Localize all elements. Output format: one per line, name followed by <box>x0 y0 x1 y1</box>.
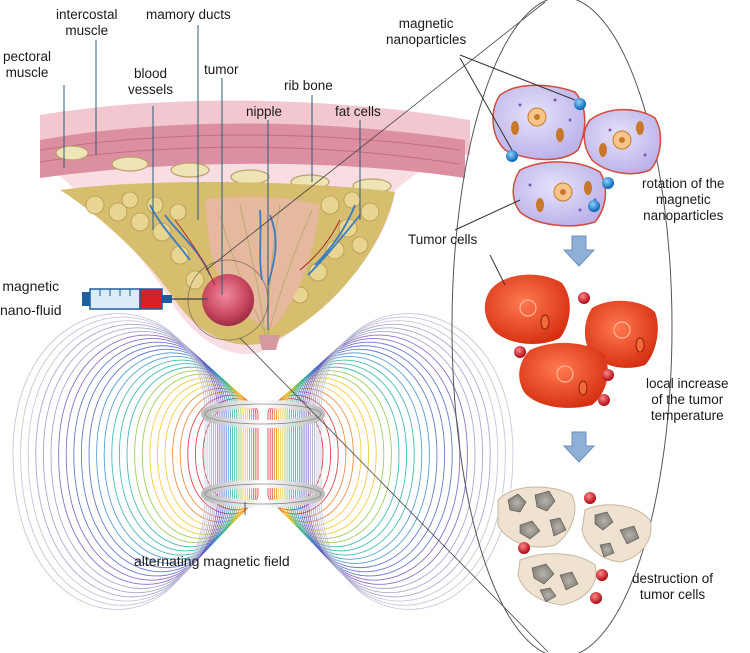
label-line: tumor cells <box>639 587 706 602</box>
label-intercostal-muscle: intercostal muscle <box>56 7 118 39</box>
label-line: blood <box>133 66 168 81</box>
nipple-shape <box>258 335 280 350</box>
field-line <box>187 394 255 515</box>
label-line: rotation of the <box>642 176 725 191</box>
field-line <box>271 394 339 515</box>
breast-cross-section <box>39 100 470 355</box>
label-line: muscle <box>65 23 109 38</box>
label-line: magnetic <box>655 192 711 207</box>
field-line <box>320 313 514 610</box>
label-line: magnetic <box>398 16 454 31</box>
magnetic-field-lines <box>12 313 514 610</box>
label-line: of the tumor <box>651 392 724 407</box>
label-line: intercostal <box>56 7 118 22</box>
label-line: local increase <box>646 376 729 391</box>
right-leader-lines <box>454 54 576 286</box>
label-magnetic-nano-fluid: magnetic nano-fluid <box>0 274 62 322</box>
label-rotation: rotation of the magnetic nanoparticles <box>642 176 725 224</box>
destroyed-tumor-cells <box>497 486 652 606</box>
heated-tumor-cells <box>484 274 658 408</box>
tumor-cells-with-nanoparticles <box>492 84 662 227</box>
tumor-mass <box>202 274 254 326</box>
label-line: nanoparticles <box>643 208 724 223</box>
label-line: nano-fluid <box>0 302 62 318</box>
label-blood-vessels: blood vessels <box>128 66 173 98</box>
label-line: temperature <box>650 408 724 423</box>
label-line: nanoparticles <box>386 32 467 47</box>
field-line <box>12 313 206 610</box>
label-line: destruction of <box>632 571 714 586</box>
label-temperature: local increase of the tumor temperature <box>646 376 729 424</box>
field-line <box>27 320 210 602</box>
field-line <box>20 316 208 606</box>
label-fat-cells: fat cells <box>335 104 381 119</box>
label-line: pectoral <box>3 49 52 64</box>
label-nipple: nipple <box>246 104 283 119</box>
label-magnetic-nanoparticles: magnetic nanoparticles <box>386 16 466 48</box>
label-mamory-ducts: mamory ducts <box>146 7 231 22</box>
zoom-ellipse <box>451 0 673 653</box>
label-tumor: tumor <box>204 62 239 77</box>
zoom-lines <box>205 1 549 653</box>
process-arrow-down-icon <box>562 431 596 463</box>
field-line <box>316 320 499 602</box>
label-destruction: destruction of tumor cells <box>632 571 713 603</box>
coil <box>201 400 325 515</box>
syringe-icon <box>82 288 208 310</box>
label-tumor-cells: Tumor cells <box>408 232 478 247</box>
red-nanoparticles-destruction <box>518 492 608 604</box>
label-rib-bone: rib bone <box>284 78 333 93</box>
fat-cells <box>85 191 380 304</box>
field-line <box>318 316 506 606</box>
process-arrow-down-icon <box>562 235 596 267</box>
label-line: vessels <box>128 82 174 97</box>
label-pectoral-muscle: pectoral muscle <box>3 49 51 81</box>
blue-nanoparticles <box>506 98 614 212</box>
label-alternating-magnetic-field: alternating magnetic field <box>134 553 290 569</box>
label-leader-lines <box>63 25 361 330</box>
label-line: muscle <box>5 65 49 80</box>
red-nanoparticles-heated <box>514 292 614 406</box>
label-line: magnetic <box>2 278 60 294</box>
